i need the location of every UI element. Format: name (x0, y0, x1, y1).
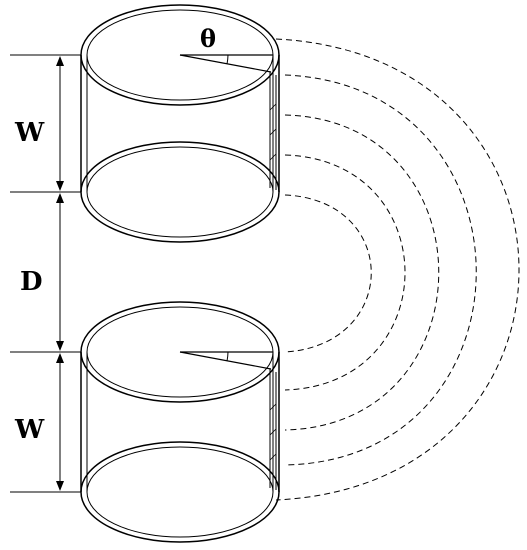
dimension-lines (10, 54, 81, 493)
top-cylinder-hatch (269, 103, 277, 161)
label-d: D (20, 267, 43, 297)
top-angle-arc (226, 54, 229, 65)
top-cylinder-bottom-rim-outer (80, 141, 280, 243)
label-theta: θ (200, 24, 216, 53)
dashed-arc-5 (284, 194, 372, 353)
top-cylinder (80, 4, 280, 243)
dashed-arc-1 (275, 38, 520, 501)
bottom-cylinder (80, 301, 280, 543)
bottom-cylinder-bottom-rim-inner (86, 446, 274, 538)
top-angle-ray-slanted (179, 54, 272, 73)
top-cylinder-bottom-rim-inner (86, 146, 274, 238)
bottom-angle-arc (226, 351, 229, 362)
dashed-arc-4 (284, 154, 406, 391)
dashed-arc-2 (284, 74, 477, 466)
bottom-cylinder-bottom-rim-outer (80, 441, 280, 543)
bottom-angle-ray-slanted (179, 351, 272, 370)
dashed-field-arcs (275, 38, 520, 501)
dashed-arc-3 (284, 114, 440, 431)
label-w-top: W (14, 118, 45, 148)
bottom-cylinder-hatch (269, 403, 277, 461)
label-w-bottom: W (14, 415, 45, 445)
